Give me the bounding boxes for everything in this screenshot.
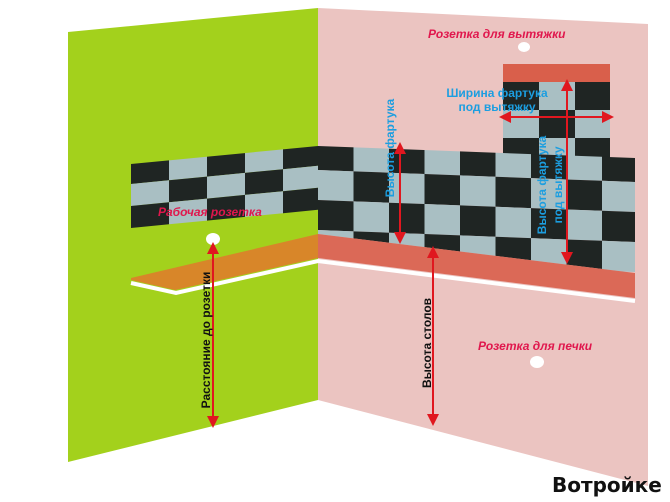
countertop-right — [318, 234, 635, 298]
backsplash-tile — [460, 146, 496, 177]
backsplash-tile — [353, 146, 389, 173]
backsplash-tile — [602, 180, 635, 213]
backsplash-tile — [245, 191, 283, 217]
backsplash-tile — [503, 82, 539, 110]
backsplash-tile — [245, 169, 283, 195]
backsplash-tile — [539, 110, 575, 138]
backsplash-tile — [318, 200, 354, 232]
label-backsplash-width-hood-1: Ширина фартука — [446, 86, 548, 100]
backsplash-tile — [207, 150, 245, 177]
backsplash-tile — [424, 204, 460, 236]
label-stove-outlet: Розетка для печки — [478, 339, 593, 353]
countertop-left — [131, 234, 318, 290]
backsplash-tile — [575, 82, 610, 110]
backsplash-tile — [283, 165, 318, 192]
backsplash-tile — [353, 201, 389, 233]
outlet-work — [206, 233, 220, 245]
label-hood-outlet: Розетка для вытяжки — [428, 27, 566, 41]
label-backsplash-height-hood-1: Высота фартука — [535, 135, 549, 234]
backsplash-tile — [424, 146, 460, 176]
backsplash-tile — [503, 110, 539, 138]
backsplash-tile — [531, 208, 567, 240]
label-countertop-height: Высота столов — [420, 298, 434, 388]
backsplash-tile — [318, 146, 354, 172]
backsplash-tile — [169, 154, 207, 181]
backsplash-tile — [602, 210, 635, 243]
backsplash-tile — [424, 174, 460, 206]
backsplash-tile — [531, 148, 567, 180]
site-logo: Вотройке — [552, 473, 662, 497]
backsplash-tile — [575, 138, 610, 158]
backsplash-tile — [460, 175, 496, 207]
outlet-hood — [518, 42, 530, 52]
left-wall — [68, 8, 318, 462]
backsplash-tile — [389, 202, 425, 235]
backsplash-tile — [575, 110, 610, 138]
outlet-stove — [530, 356, 544, 368]
backsplash-tile — [283, 187, 318, 214]
backsplash-tile — [566, 209, 602, 241]
label-backsplash-height-hood-2: под вытяжку — [551, 146, 565, 223]
backsplash-tile — [566, 179, 602, 211]
backsplash-tile — [531, 178, 567, 210]
label-backsplash-width-hood-2: под вытяжку — [458, 100, 535, 114]
backsplash-tile — [318, 170, 354, 202]
backsplash-tile — [245, 147, 283, 173]
countertop-edge — [130, 258, 636, 303]
backsplash-tile — [602, 150, 635, 183]
backsplash-tile — [503, 138, 539, 158]
backsplash-tile — [566, 239, 602, 271]
backsplash-tile — [495, 146, 531, 179]
backsplash-tile — [566, 149, 602, 181]
backsplash-tile — [131, 158, 169, 184]
backsplash-tile — [495, 176, 531, 209]
label-work-outlet: Рабочая розетка — [158, 205, 262, 219]
backsplash-tile — [207, 172, 245, 199]
hood — [503, 64, 610, 82]
backsplash-tile — [169, 198, 207, 225]
backsplash-tile — [353, 171, 389, 203]
backsplash-tile — [460, 205, 496, 237]
backsplash-tile — [169, 176, 207, 203]
label-backsplash-height: Высота фартука — [383, 98, 397, 197]
backsplash-tile — [495, 206, 531, 239]
backsplash-tile — [131, 202, 169, 228]
backsplash-tile — [131, 180, 169, 206]
label-outlet-distance: Расстояние до розетки — [199, 272, 213, 409]
backsplash-tile — [602, 240, 635, 273]
backsplash-tile — [283, 146, 318, 170]
backsplash-tile — [207, 194, 245, 221]
